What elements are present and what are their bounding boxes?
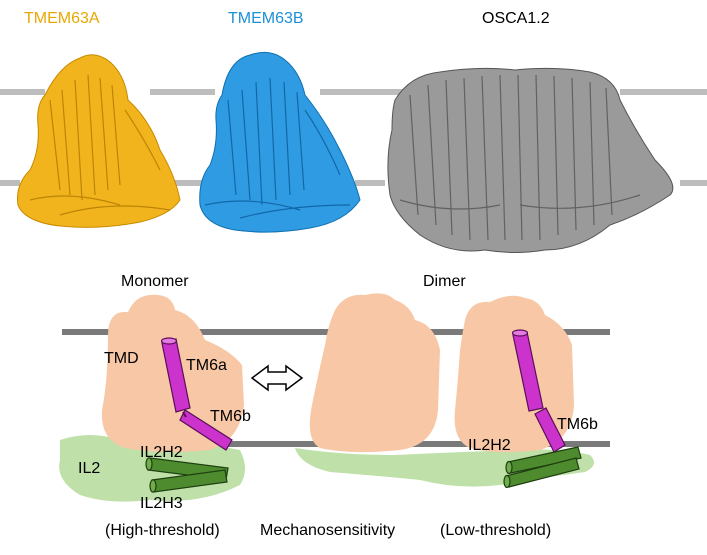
tmem63a-label: TMEM63A [24,10,100,27]
dimer-tm6b-helix [534,407,566,453]
dimer-body-left [309,293,440,453]
mechanosensitivity-caption: Mechanosensitivity [260,522,396,539]
il2h2-label-dimer: IL2H2 [468,437,511,454]
dimer-il2h2-helix [505,446,582,475]
low-threshold-caption: (Low-threshold) [440,522,552,539]
monomer-title: Monomer [121,273,189,290]
il2h2-label-monomer: IL2H2 [140,444,183,461]
osca-structure [387,67,674,253]
dimer-tm6a-helix [511,329,544,412]
monomer-tm6a-helix [160,337,191,413]
osca-label: OSCA1.2 [482,10,550,27]
monomer-tm6b-helix [179,409,233,451]
high-threshold-caption: (High-threshold) [105,522,220,539]
tm6b-label-dimer: TM6b [557,416,598,433]
il2h3-label: IL2H3 [140,495,183,512]
tmem63a-structure [17,54,181,228]
monomer-il2h3-helix [149,469,228,493]
tm6a-label: TM6a [186,357,227,374]
tmem63b-structure [199,51,361,233]
upper-membrane-lines [0,89,707,186]
tmem63b-label: TMEM63B [228,10,304,27]
tm6b-label-monomer: TM6b [210,408,251,425]
dimer-il2h3-helix [503,457,580,489]
tmd-label: TMD [104,350,139,367]
il2-label: IL2 [78,460,101,477]
equilibrium-arrow-icon [250,364,304,392]
dimer-title: Dimer [423,273,466,290]
